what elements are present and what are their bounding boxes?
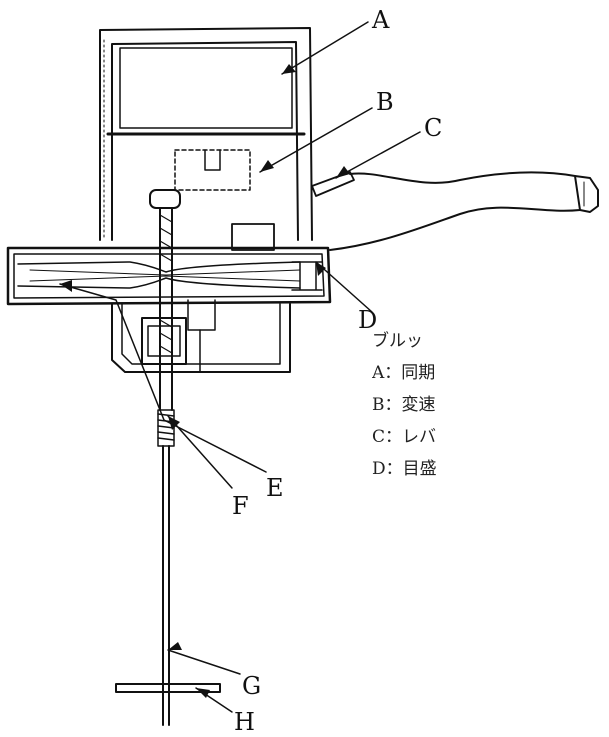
legend: ブルッ A：同期 B：変速 C：レバ D：目盛 (372, 325, 609, 485)
callout-f: F (232, 492, 249, 520)
arrowheads (60, 64, 350, 698)
callout-g: G (242, 672, 261, 700)
legend-item-a: A：同期 (372, 363, 436, 383)
lever-handle (311, 171, 599, 251)
callout-c: C (424, 114, 442, 142)
central-shaft (149, 189, 275, 391)
lower-housing (111, 299, 291, 373)
legend-item-c: C：レバ (372, 427, 437, 447)
legend-item-b: B：変速 (372, 395, 436, 415)
callout-h: H (234, 708, 255, 736)
diaphragm-housing (6, 246, 332, 306)
leader-lines (59, 21, 421, 713)
callout-b: B (376, 88, 394, 116)
bottom-disc (115, 683, 221, 693)
legend-item-d: D：目盛 (372, 459, 437, 479)
callout-d: D (358, 306, 377, 334)
top-housing (99, 27, 313, 241)
legend-heading: ブルッ (372, 331, 423, 351)
callout-a: A (371, 6, 390, 34)
callout-e: E (266, 474, 284, 502)
